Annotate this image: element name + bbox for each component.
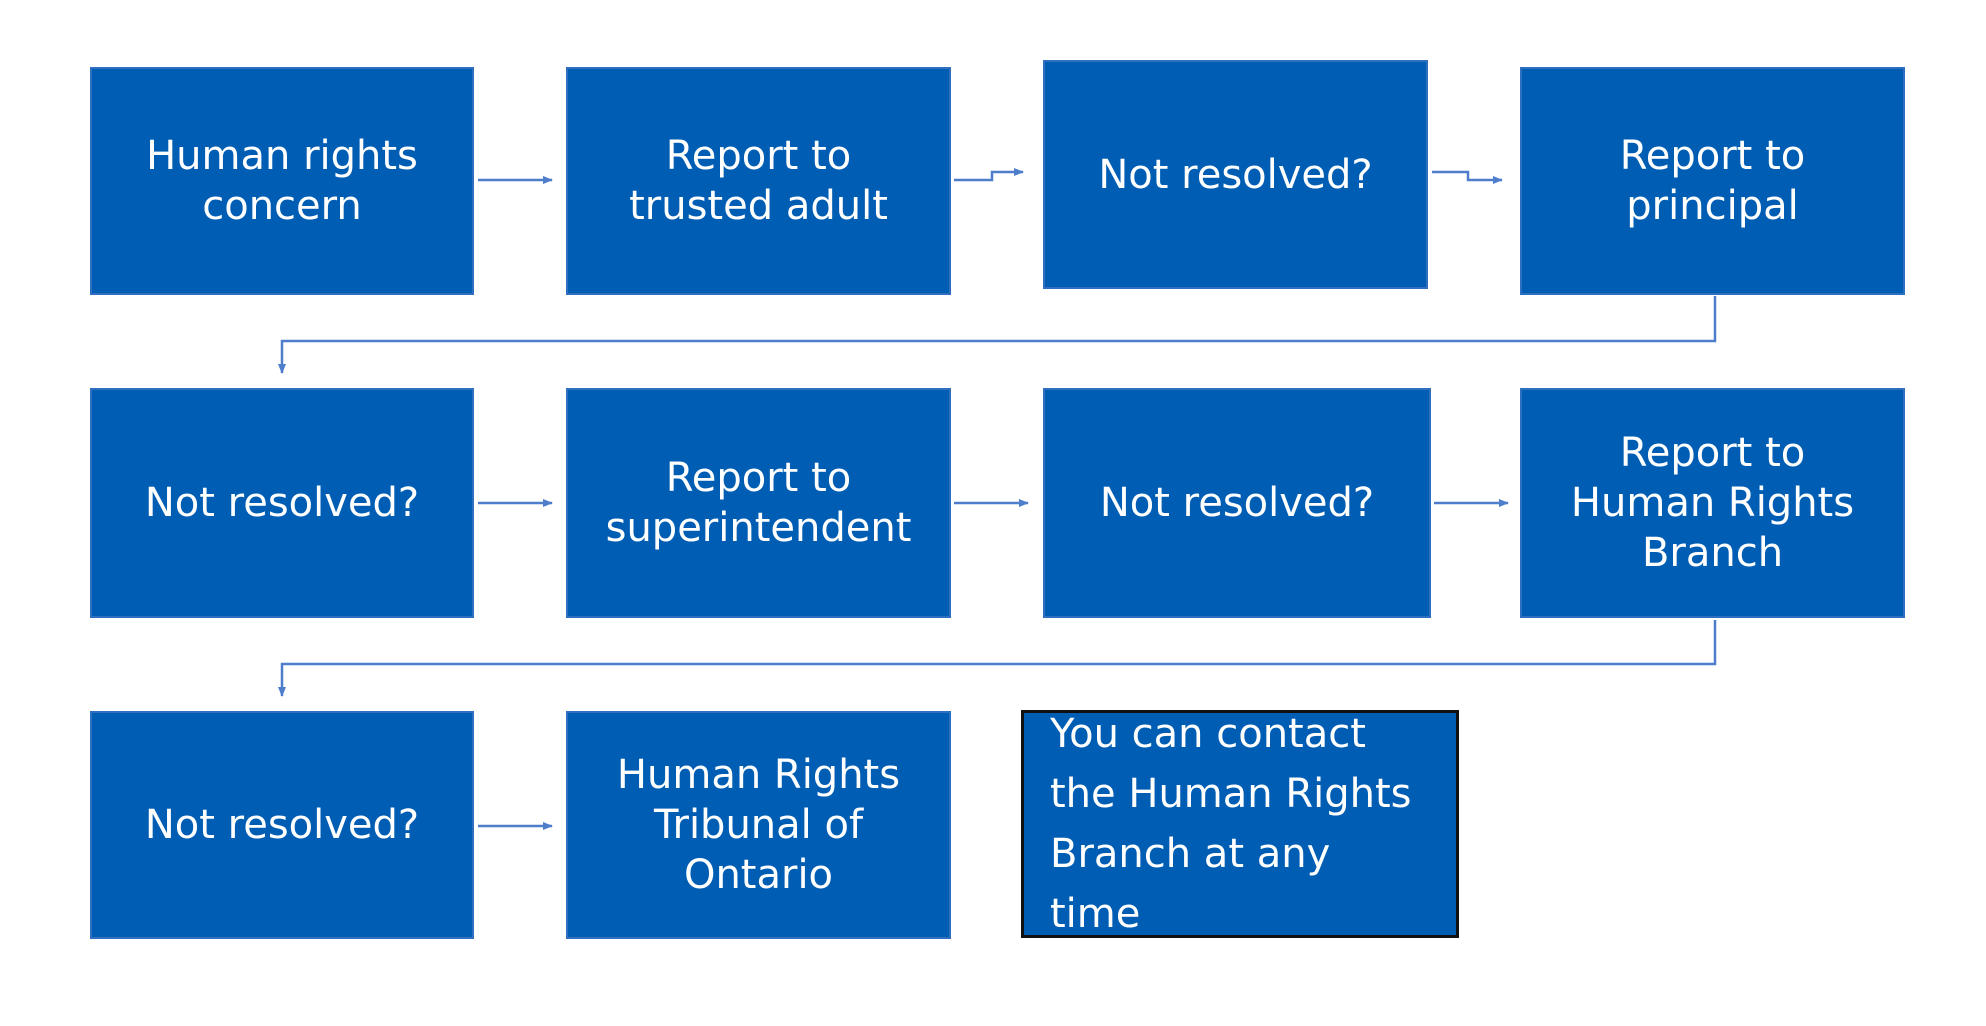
node-report-principal-label: Report to principal [1619,133,1806,229]
node-report-superintendent: Report to superintendent [566,388,951,618]
node-not-resolved-4: Not resolved? [90,711,474,939]
arrow-principal-to-not-resolved-2 [278,296,1717,374]
node-not-resolved-3-label: Not resolved? [1099,480,1375,526]
node-report-superintendent-label: Report to superintendent [605,455,912,551]
node-not-resolved-3: Not resolved? [1043,388,1431,618]
arrow-trusted-adult-to-not-resolved-1 [954,168,1024,182]
node-not-resolved-1-label: Not resolved? [1098,151,1373,198]
node-not-resolved-1: Not resolved? [1043,60,1428,289]
node-report-trusted-adult: Report to trusted adult [566,67,951,295]
node-not-resolved-2-label: Not resolved? [144,480,420,526]
note-contact-hr-branch: You can contact the Human Rights Branch … [1021,710,1459,938]
node-report-trusted-adult-label: Report to trusted adult [629,133,888,229]
node-report-hr-branch: Report to Human Rights Branch [1520,388,1905,618]
node-report-principal: Report to principal [1520,67,1905,295]
arrow-hr-branch-to-not-resolved-4 [278,620,1717,697]
node-human-rights-concern: Human rights concern [90,67,474,295]
node-not-resolved-2: Not resolved? [90,388,474,618]
node-human-rights-tribunal-label: Human Rights Tribunal of Ontario [616,752,901,898]
node-human-rights-concern-label: Human rights concern [146,133,418,229]
node-not-resolved-4-label: Not resolved? [144,802,420,848]
node-human-rights-tribunal: Human Rights Tribunal of Ontario [566,711,951,939]
node-report-hr-branch-label: Report to Human Rights Branch [1570,430,1855,576]
arrow-not-resolved-1-to-principal [1432,170,1503,184]
note-contact-hr-branch-text: You can contact the Human Rights Branch … [1050,711,1412,937]
